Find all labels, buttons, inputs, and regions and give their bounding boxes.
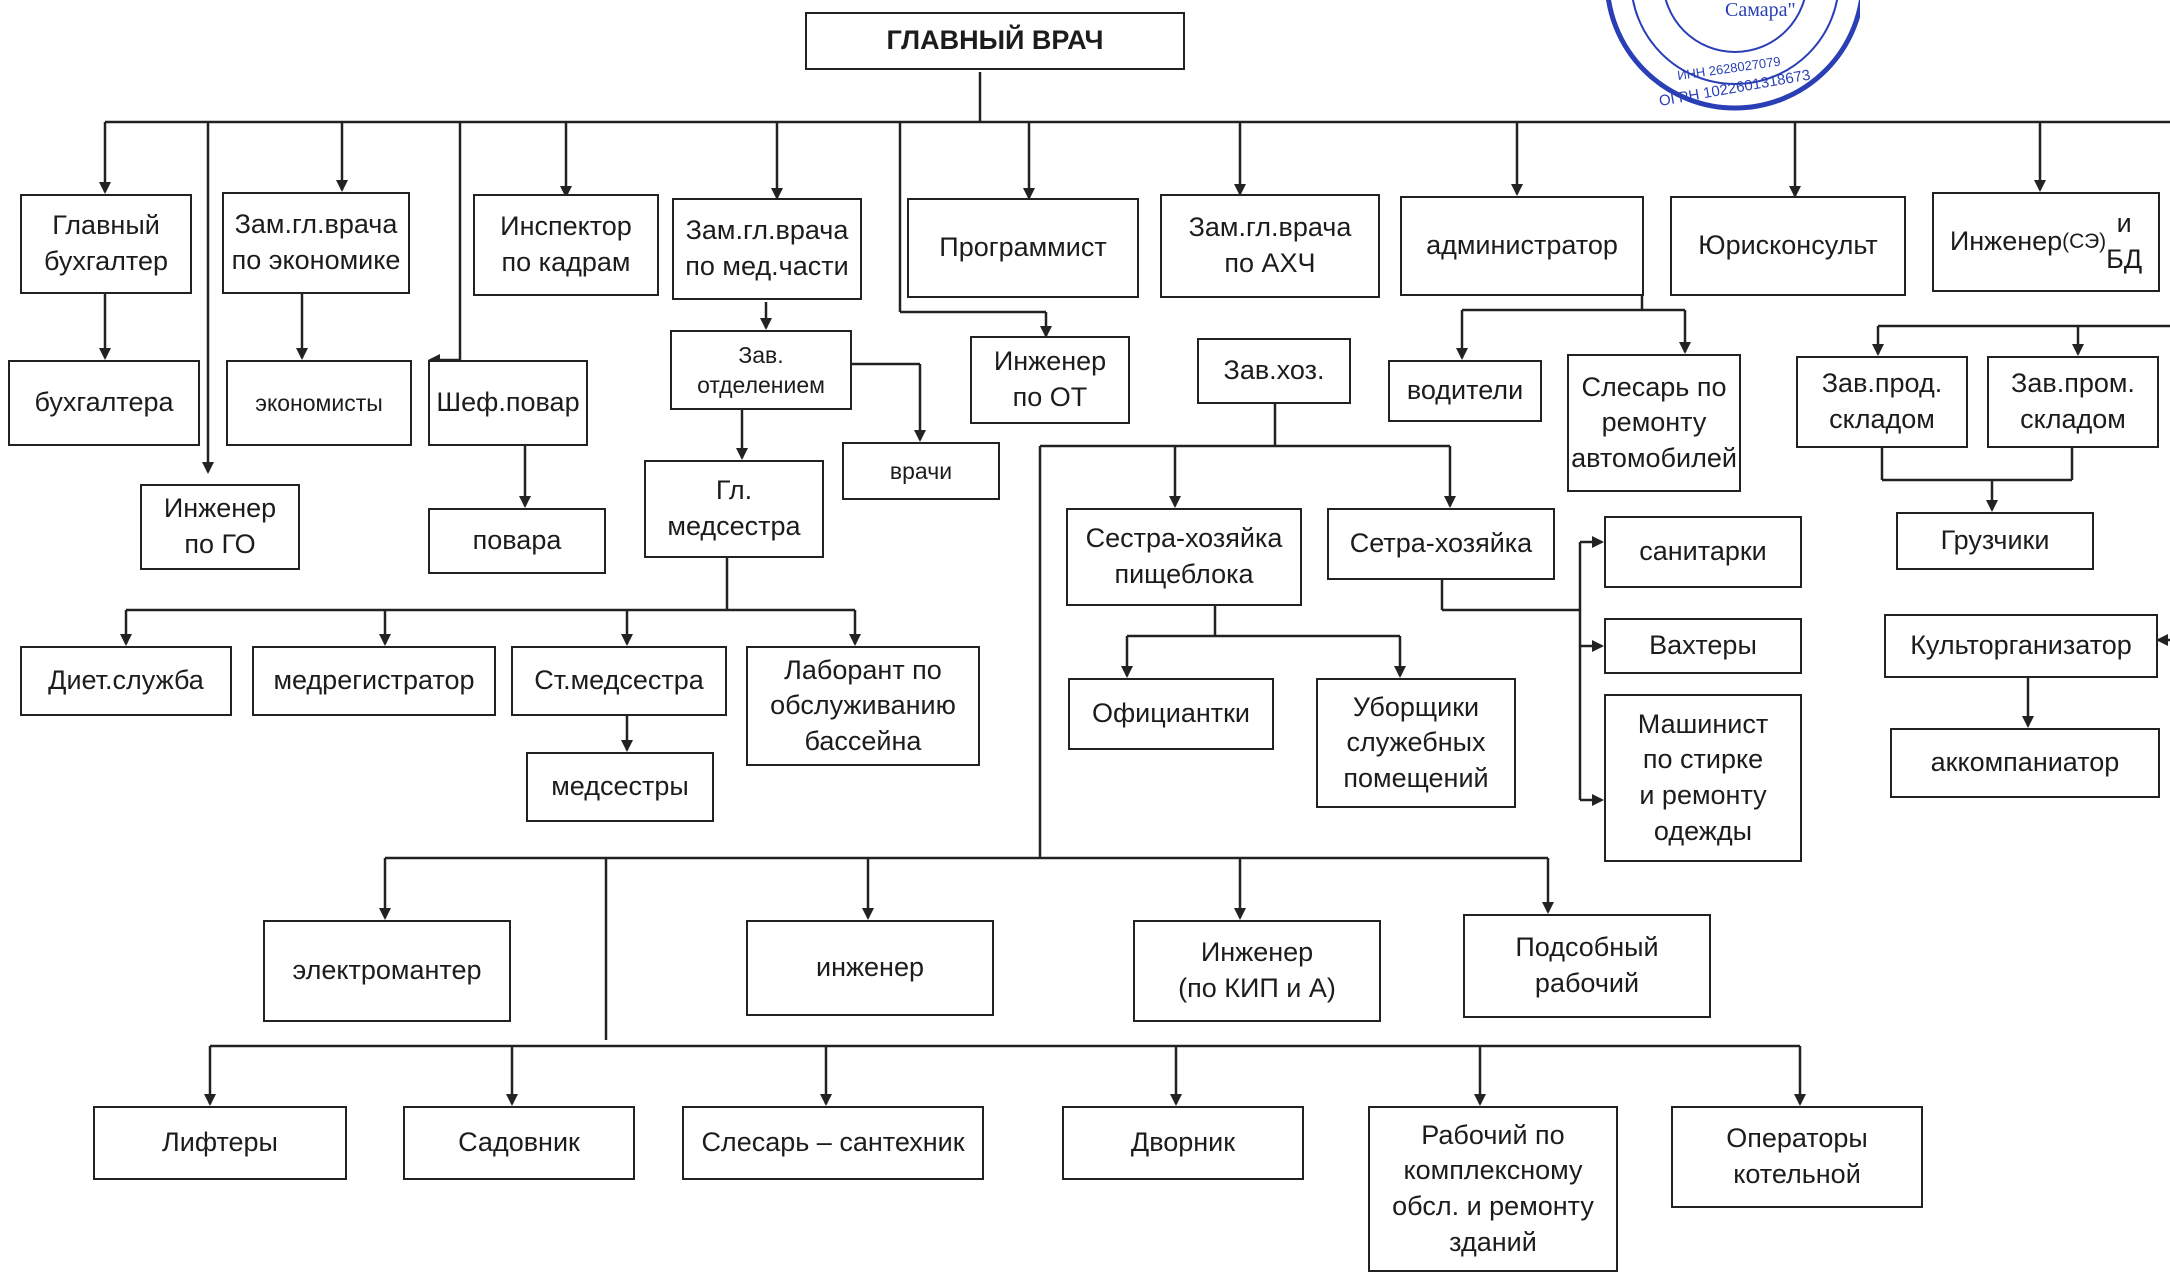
node-diet-service: Диет.служба <box>20 646 232 716</box>
engineer-se-abbr: (СЭ) <box>2062 230 2107 254</box>
node-deputy-ahch: Зам.гл.врача по АХЧ <box>1160 194 1380 298</box>
node-hr-inspector: Инспектор по кадрам <box>473 194 659 296</box>
node-loaders: Грузчики <box>1896 512 2094 570</box>
node-laundry-machinist: Машинист по стирке и ремонту одежды <box>1604 694 1802 862</box>
node-gardener: Садовник <box>403 1106 635 1180</box>
node-senior-nurse: Ст.медсестра <box>511 646 727 716</box>
node-drivers: водители <box>1388 360 1542 422</box>
node-economists: экономисты <box>226 360 412 446</box>
node-head-nurse: Гл. медсестра <box>644 460 824 558</box>
node-doctors: врачи <box>842 442 1000 500</box>
node-head-chef: Шеф.повар <box>428 360 588 446</box>
node-electrician: электромантер <box>263 920 511 1022</box>
node-helper-worker: Подсобный рабочий <box>1463 914 1711 1018</box>
node-cooks: повара <box>428 508 606 574</box>
node-chief-accountant: Главный бухгалтер <box>20 194 192 294</box>
node-nurses: медсестры <box>526 752 714 822</box>
node-engineer: инженер <box>746 920 994 1016</box>
engineer-se-suffix: и БД <box>2106 208 2143 274</box>
node-plumber: Слесарь – сантехник <box>682 1106 984 1180</box>
node-mechanic-auto: Слесарь по ремонту автомобилей <box>1567 354 1741 492</box>
node-programmer: Программист <box>907 198 1139 298</box>
engineer-se-label: Инженер <box>1949 226 2063 257</box>
node-building-worker: Рабочий по комплексному обсл. и ремонту … <box>1368 1106 1618 1272</box>
node-pool-lab: Лаборант по обслуживанию бассейна <box>746 646 980 766</box>
node-med-registrar: медрегистратор <box>252 646 496 716</box>
node-liftmen: Лифтеры <box>93 1106 347 1180</box>
node-culture-org: Культорганизатор <box>1884 614 2158 678</box>
node-waitresses: Официантки <box>1068 678 1274 750</box>
node-engineer-kip: Инженер (по КИП и А) <box>1133 920 1381 1022</box>
stamp-text: Самара" <box>1725 0 1796 21</box>
node-chief-doctor: ГЛАВНЫЙ ВРАЧ <box>805 12 1185 70</box>
node-legal-counsel: Юрисконсульт <box>1670 196 1906 296</box>
node-engineer-se-db: Инженер (СЭ) и БД <box>1932 192 2160 292</box>
seal-stamp: Самара" ИНН 2628027079 ОГРН 102260131867… <box>1606 0 1860 111</box>
node-accompanist: аккомпаниатор <box>1890 728 2160 798</box>
node-sister-house: Сетра-хозяйка <box>1327 508 1555 580</box>
node-janitor: Дворник <box>1062 1106 1304 1180</box>
node-zav-hoz: Зав.хоз. <box>1197 338 1351 404</box>
node-head-department: Зав. отделением <box>670 330 852 410</box>
node-sister-food: Сестра-хозяйка пищеблока <box>1066 508 1302 606</box>
node-engineer-ot: Инженер по ОТ <box>970 336 1130 424</box>
node-watchmen: Вахтеры <box>1604 618 1802 674</box>
node-deputy-economics: Зам.гл.врача по экономике <box>222 192 410 294</box>
node-engineer-go: Инженер по ГО <box>140 484 300 570</box>
node-accountants: бухгалтера <box>8 360 200 446</box>
node-zav-prod-sklad: Зав.прод. складом <box>1796 356 1968 448</box>
node-cleaners: Уборщики служебных помещений <box>1316 678 1516 808</box>
node-zav-prom-sklad: Зав.пром. складом <box>1987 356 2159 448</box>
node-deputy-medical: Зам.гл.врача по мед.части <box>672 198 862 300</box>
node-administrator: администратор <box>1400 196 1644 296</box>
node-boiler-operators: Операторы котельной <box>1671 1106 1923 1208</box>
node-orderlies: санитарки <box>1604 516 1802 588</box>
